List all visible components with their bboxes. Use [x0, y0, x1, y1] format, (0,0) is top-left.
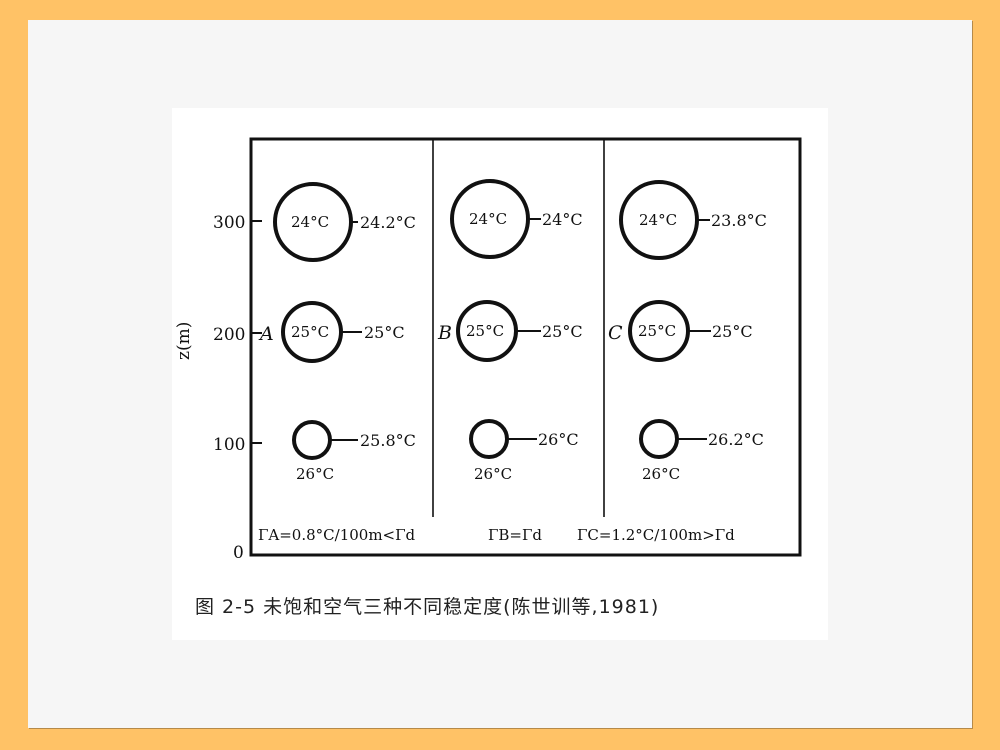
panel-label-c: C: [608, 322, 623, 344]
panel-a: 24°C 24.2°C 25°C 25°C A 25.8°C 26°C ΓA=0…: [258, 182, 416, 544]
stability-diagram: 300 200 100 0 z(m) 24°C 24.2°C 25°C 25°C…: [174, 137, 802, 563]
parcel-temp-200: 25°C: [638, 322, 676, 340]
parcel-temp-300: 24°C: [639, 211, 677, 229]
env-temp-200: 25°C: [364, 323, 405, 342]
parcel-temp-300: 24°C: [469, 210, 507, 228]
env-temp-100: 26°C: [538, 430, 579, 449]
chart-frame: [249, 137, 802, 557]
panel-b: 24°C 24°C 25°C 25°C B 26°C 26°C ΓB=Γd: [437, 179, 583, 544]
y-tick-0: 0: [233, 543, 244, 563]
panel-c: 24°C 23.8°C 25°C 25°C C 26.2°C 26°C ΓC=1…: [577, 180, 767, 544]
y-tick-200: 200: [213, 325, 245, 345]
parcel-temp-200: 25°C: [466, 322, 504, 340]
panel-label-a: A: [258, 323, 274, 345]
env-temp-100: 25.8°C: [360, 431, 416, 450]
env-temp-300: 23.8°C: [711, 211, 767, 230]
parcel-temp-100: 26°C: [642, 465, 680, 483]
parcel-circle-100: [639, 419, 679, 459]
lapse-rate-a: ΓA=0.8°C/100m<Γd: [258, 526, 416, 544]
figure-caption: 图 2-5 未饱和空气三种不同稳定度(陈世训等,1981): [195, 596, 660, 618]
lapse-rate-b: ΓB=Γd: [488, 526, 542, 544]
env-temp-300: 24°C: [542, 210, 583, 229]
parcel-circle-100: [292, 420, 332, 460]
y-tick-100: 100: [213, 435, 245, 455]
y-tick-300: 300: [213, 213, 245, 233]
env-temp-200: 25°C: [712, 322, 753, 341]
y-axis-label: z(m): [174, 322, 194, 360]
parcel-temp-100: 26°C: [296, 465, 334, 483]
y-axis: 300 200 100 0 z(m): [174, 213, 262, 563]
parcel-temp-100: 26°C: [474, 465, 512, 483]
env-temp-100: 26.2°C: [708, 430, 764, 449]
env-temp-200: 25°C: [542, 322, 583, 341]
env-temp-300: 24.2°C: [360, 213, 416, 232]
panel-label-b: B: [437, 322, 452, 344]
parcel-circle-100: [469, 419, 509, 459]
figure-image: 300 200 100 0 z(m) 24°C 24.2°C 25°C 25°C…: [172, 108, 828, 640]
parcel-temp-300: 24°C: [291, 213, 329, 231]
lapse-rate-c: ΓC=1.2°C/100m>Γd: [577, 526, 735, 544]
parcel-temp-200: 25°C: [291, 323, 329, 341]
